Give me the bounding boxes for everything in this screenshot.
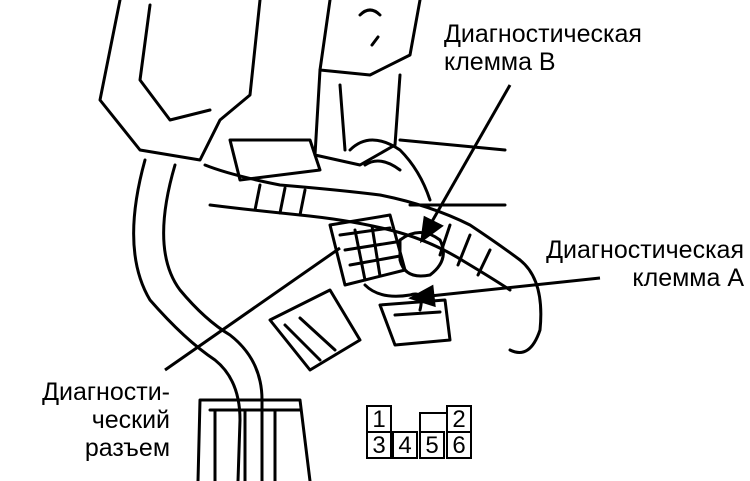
label-terminal-b: Диагностическая клемма В (444, 20, 642, 76)
label-connector-line1: Диагности- (42, 378, 170, 406)
wire-harness (203, 163, 522, 262)
pin-cell-4: 4 (392, 431, 418, 459)
label-terminal-b-line2: клемма В (444, 48, 556, 76)
label-terminal-a-line2: клемма А (632, 264, 744, 292)
pin-cell-1: 1 (366, 405, 392, 433)
label-terminal-a-line1: Диагностическая (546, 236, 744, 264)
pipe (132, 158, 242, 481)
label-connector: Диагности- ческий разъем (42, 378, 170, 462)
label-connector-line2: ческий (91, 406, 170, 434)
lower-plug-left (268, 288, 362, 372)
arrowhead-terminal-a (408, 284, 436, 308)
pin-cell-3: 3 (366, 431, 392, 459)
pin-cell-2: 2 (446, 405, 472, 433)
label-terminal-a: Диагностическая клемма А (546, 236, 744, 292)
arrowhead-terminal-b (420, 215, 444, 244)
label-terminal-b-line1: Диагностическая (444, 20, 642, 48)
leader-connector (164, 246, 341, 372)
pin-cell-6: 6 (446, 431, 472, 459)
leader-terminal-a (429, 276, 601, 298)
label-connector-line3: разъем (84, 434, 170, 462)
upper-housing (98, 0, 262, 162)
pin-cell-5: 5 (419, 431, 445, 459)
bottom-box (196, 398, 312, 481)
leader-terminal-b (428, 84, 512, 226)
